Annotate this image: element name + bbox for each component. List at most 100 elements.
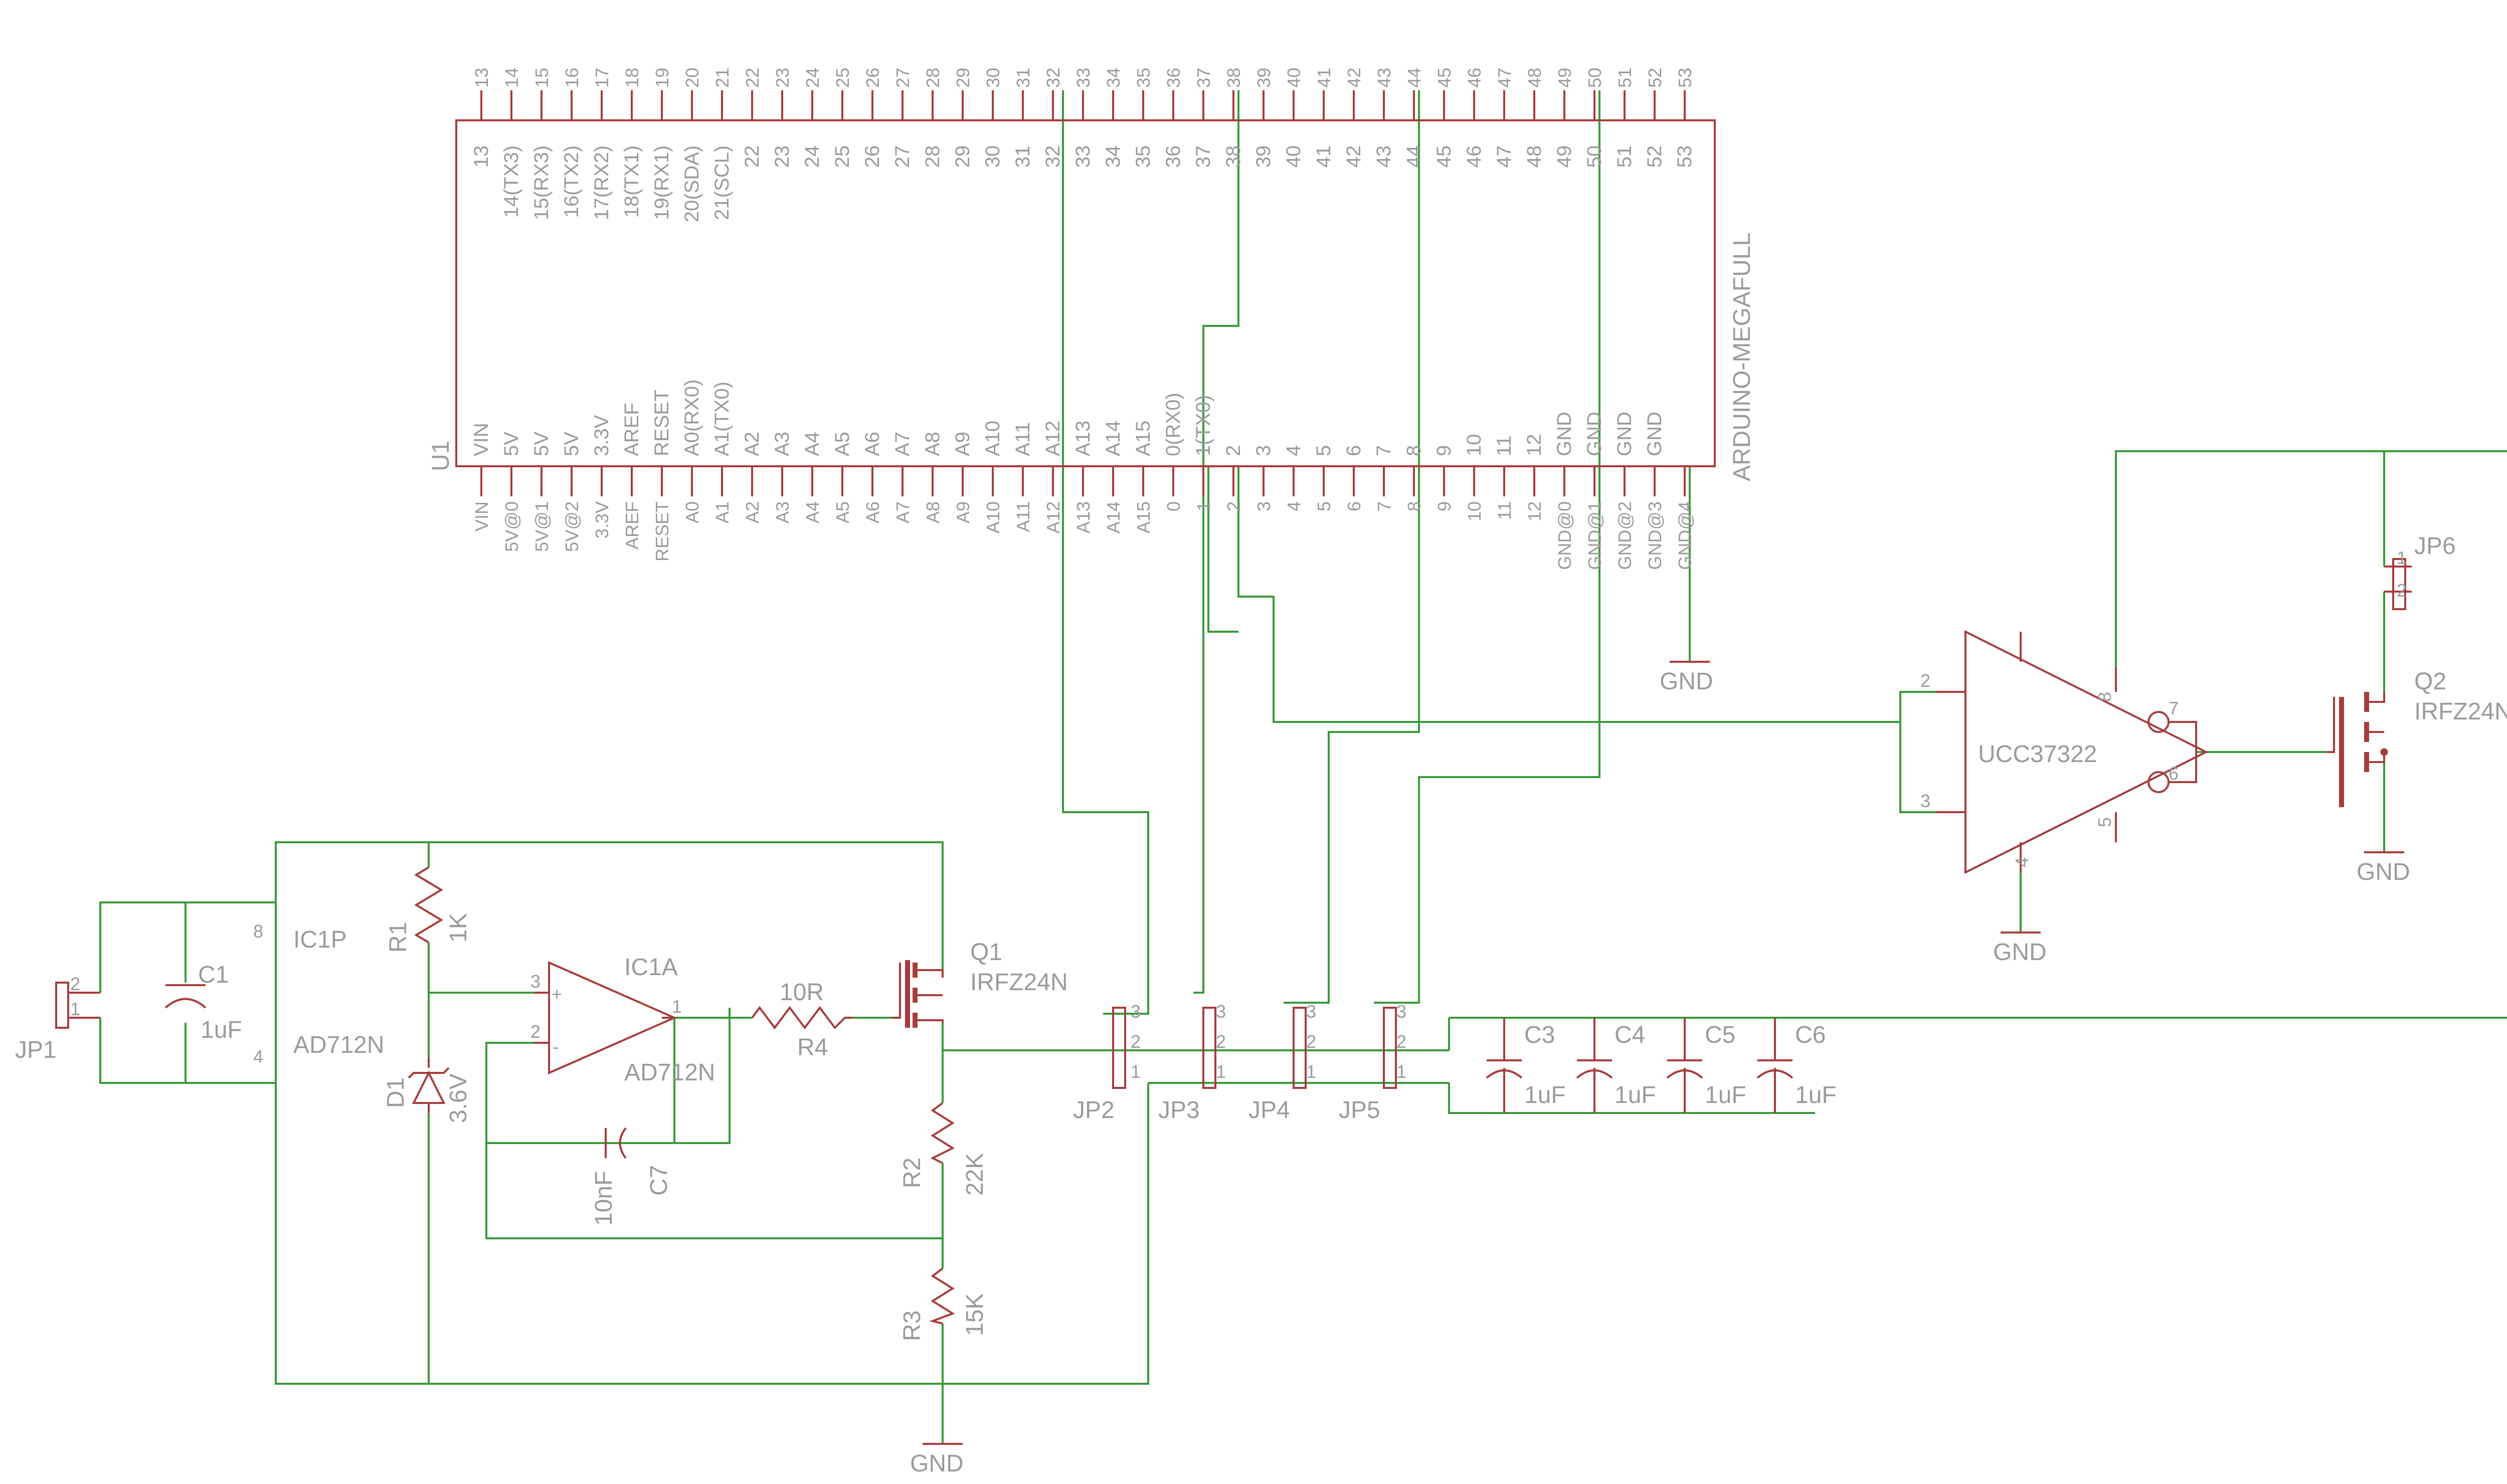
ic1a-minus-sign: - xyxy=(553,1036,559,1057)
jp2-pin-2: 2 xyxy=(1131,1031,1141,1052)
c3-value: 1uF xyxy=(1524,1082,1566,1108)
u1-bottom-pin-label: 7 xyxy=(1373,445,1395,456)
u1-bottom-pin-label: 1(TX0) xyxy=(1192,395,1214,456)
u1-top-pin-label: 25 xyxy=(831,145,853,168)
u1-bottom-pin-number: GND@1 xyxy=(1584,501,1605,570)
u1-top-pin-number: 43 xyxy=(1374,68,1394,88)
gnd-label-bottom: GND xyxy=(910,1450,964,1477)
d1-zener: D1 3.6V xyxy=(383,1058,472,1123)
jp3-pin-2: 2 xyxy=(1216,1031,1226,1052)
u1-bottom-pin-number: A6 xyxy=(862,501,883,523)
u1-bottom-pin-number: 5V@0 xyxy=(501,501,522,552)
driver-designator: UCC37322 xyxy=(1978,741,2097,768)
q1-designator: Q1 xyxy=(970,939,1002,966)
u1-top-pin-label: 45 xyxy=(1433,145,1455,168)
u1-bottom-pin-label: 10 xyxy=(1463,434,1485,457)
u1-bottom-pin-number: 7 xyxy=(1374,501,1394,511)
ic1a-pin-1: 1 xyxy=(672,996,682,1017)
u1-top-pin-number: 36 xyxy=(1163,68,1184,88)
u1-top-pin-label: 17(RX2) xyxy=(591,145,613,220)
u1-bottom-pin-label: VIN xyxy=(470,423,492,456)
u1-bottom-pin-number: 5V@2 xyxy=(562,501,582,552)
u1-bottom-pin-number: VIN xyxy=(471,501,492,531)
u1-top-pin-label: 36 xyxy=(1162,145,1184,168)
u1-top-pin-number: 32 xyxy=(1043,68,1063,88)
u1-bottom-pin-label: A13 xyxy=(1072,421,1094,456)
u1-top-pin-label: 13 xyxy=(470,145,492,168)
ic1a-value: AD712N xyxy=(624,1059,715,1086)
u1-bottom-pin-number: 9 xyxy=(1434,501,1455,511)
jp4-pin-1: 1 xyxy=(1306,1061,1316,1082)
r3-value: 15K xyxy=(962,1293,988,1336)
u1-bottom-pin-number: A15 xyxy=(1133,501,1154,533)
junction-dots xyxy=(2380,748,2388,756)
driver-pin-4: 4 xyxy=(2012,857,2032,867)
u1-bottom-pin-number: A3 xyxy=(772,501,793,523)
u1-top-pin-label: 52 xyxy=(1644,145,1666,168)
r3-designator: R3 xyxy=(899,1311,926,1341)
u1-bottom-pin-label: RESET xyxy=(651,390,673,456)
u1-top-pin-label: 49 xyxy=(1553,145,1575,168)
u1-bottom-pin-number: A5 xyxy=(832,501,853,523)
jp4-pin-3: 3 xyxy=(1306,1001,1316,1022)
q2-value: IRFZ24N xyxy=(2414,698,2507,725)
u1-bottom-pin-label: 0(RX0) xyxy=(1162,393,1184,456)
u1-top-pin-label: 33 xyxy=(1072,145,1094,168)
r3-resistor: R3 15K xyxy=(899,1267,988,1341)
u1-top-pin-label: 50 xyxy=(1583,145,1605,168)
u1-top-pin-label: 15(RX3) xyxy=(530,145,553,220)
driver-pin-6: 6 xyxy=(2169,763,2179,784)
jp2-pin-3: 3 xyxy=(1131,1001,1141,1022)
u1-top-pin-number: 16 xyxy=(562,68,582,88)
u1-bottom-pin-number: 0 xyxy=(1163,501,1184,511)
u1-top-pin-number: 18 xyxy=(622,68,642,88)
jp1-designator: JP1 xyxy=(15,1037,57,1063)
u1-top-pin-number: 45 xyxy=(1434,68,1455,88)
jp3-pin-3: 3 xyxy=(1216,1001,1226,1022)
u1-bottom-pin-label: 12 xyxy=(1523,434,1545,457)
u1-top-pin-label: 32 xyxy=(1042,145,1064,168)
jp6-pin-2: 2 xyxy=(2397,580,2407,601)
u1-top-pin-number: 44 xyxy=(1404,68,1424,88)
jp1-pin-1: 1 xyxy=(70,999,80,1019)
u1-part-name: ARDUINO-MEGAFULL xyxy=(1729,233,1755,481)
c3-capacitor: C3 1uF xyxy=(1486,1018,1566,1113)
u1-top-pins: 13131414(TX3)1515(RX3)1616(TX2)1717(RX2)… xyxy=(470,68,1696,222)
u1-bottom-pin-number: 8 xyxy=(1404,501,1424,511)
gnd-label-q2: GND xyxy=(2357,859,2410,885)
u1-top-pin-number: 40 xyxy=(1284,68,1304,88)
jp4-pin-2: 2 xyxy=(1306,1031,1316,1052)
u1-top-pin-number: 39 xyxy=(1254,68,1274,88)
u1-top-pin-number: 19 xyxy=(652,68,672,88)
u1-top-pin-label: 39 xyxy=(1252,145,1275,168)
u1-top-pin-label: 18(TX1) xyxy=(621,145,643,218)
u1-top-pin-label: 14(TX3) xyxy=(500,145,522,218)
c5-designator: C5 xyxy=(1705,1022,1735,1048)
u1-top-pin-number: 13 xyxy=(471,68,492,88)
r2-value: 22K xyxy=(962,1153,988,1196)
u1-bottom-pin-label: 8 xyxy=(1403,445,1425,456)
u1-bottom-pin-number: A10 xyxy=(983,501,1003,533)
u1-bottom-pin-label: A7 xyxy=(891,432,914,456)
jp2-jumper: JP2 3 2 1 xyxy=(1073,1001,1141,1124)
u1-bottom-pin-number: GND@4 xyxy=(1675,501,1695,570)
u1-top-pin-number: 35 xyxy=(1133,68,1154,88)
u1-top-pin-number: 42 xyxy=(1344,68,1364,88)
u1-bottom-pin-number: A0 xyxy=(682,501,702,523)
c6-capacitor: C6 1uF xyxy=(1756,1018,1837,1113)
r1-resistor: R1 1K xyxy=(385,866,472,953)
jp6-designator: JP6 xyxy=(2414,533,2456,560)
u1-bottom-pin-label: 5V xyxy=(500,432,522,456)
u1-top-pin-label: 19(RX1) xyxy=(651,145,673,220)
u1-top-pin-label: 35 xyxy=(1132,145,1154,168)
ic1a-designator: IC1A xyxy=(624,954,678,981)
u1-top-pin-label: 46 xyxy=(1463,145,1485,168)
ic1a-opamp: + - 3 2 1 IC1A AD712N xyxy=(530,954,715,1086)
u1-bottom-pin-label: A3 xyxy=(771,432,793,456)
jp6-pin-1: 1 xyxy=(2397,547,2407,568)
c6-designator: C6 xyxy=(1795,1022,1826,1048)
jp5-pin-2: 2 xyxy=(1396,1031,1406,1052)
c1-value: 1uF xyxy=(201,1017,242,1043)
u1-bottom-pin-number: 1 xyxy=(1193,501,1214,511)
